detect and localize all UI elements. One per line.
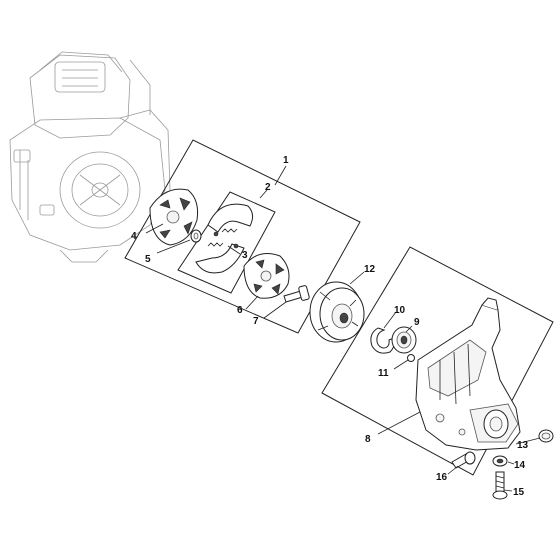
callout-labels: 1 2 3 4 5 6 7 8 9 10 11 12 13 14 15 16 xyxy=(131,155,529,498)
callout-10: 10 xyxy=(394,305,406,316)
clutch-carrier-plate xyxy=(149,188,199,246)
clutch-housing xyxy=(415,297,521,451)
callout-12: 12 xyxy=(364,264,376,275)
angled-screw xyxy=(451,451,476,469)
retaining-ring xyxy=(538,429,554,443)
ball-bearing xyxy=(391,326,417,354)
callout-15: 15 xyxy=(513,487,525,498)
circlip xyxy=(370,327,395,354)
long-screw xyxy=(492,471,508,500)
clutch-shoes-with-springs xyxy=(195,203,254,274)
callout-5: 5 xyxy=(145,254,151,265)
housing-assembly-frame xyxy=(321,246,554,476)
washer xyxy=(190,229,202,243)
callout-6: 6 xyxy=(237,305,243,316)
washer-lower xyxy=(492,455,508,467)
clutch-cover-plate xyxy=(243,253,290,299)
leader-lines xyxy=(145,165,541,492)
callout-8: 8 xyxy=(365,434,371,445)
callout-13: 13 xyxy=(517,440,529,451)
clutch-assembly-frame xyxy=(124,139,361,334)
engine-block-illustration xyxy=(9,51,171,263)
callout-14: 14 xyxy=(514,460,526,471)
callout-7: 7 xyxy=(253,316,259,327)
callout-3: 3 xyxy=(242,250,248,261)
small-screw xyxy=(407,354,415,362)
callout-1: 1 xyxy=(283,155,289,166)
callout-16: 16 xyxy=(436,472,448,483)
callout-9: 9 xyxy=(414,317,420,328)
callout-4: 4 xyxy=(131,231,137,242)
callout-11: 11 xyxy=(378,368,389,379)
callout-2: 2 xyxy=(265,182,271,193)
clutch-drum xyxy=(309,281,365,343)
clutch-bolt xyxy=(283,285,310,303)
